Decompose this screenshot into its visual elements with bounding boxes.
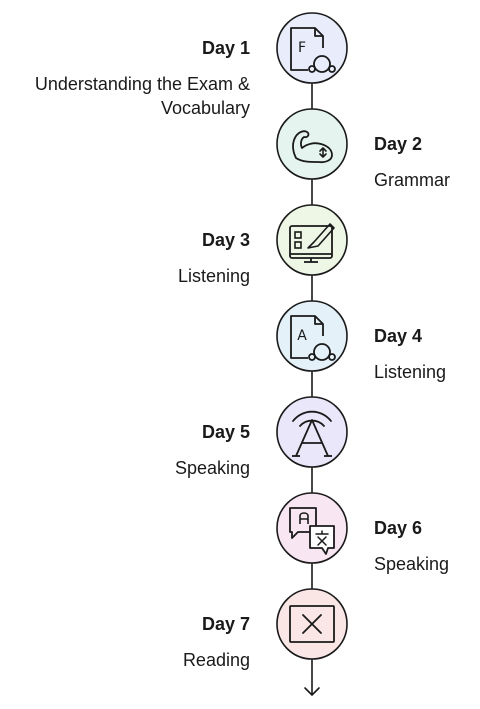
timeline-end-arrow-icon <box>304 687 320 696</box>
timeline-node: F <box>276 12 348 84</box>
step-day: Day 6 <box>374 518 423 538</box>
step-day: Day 3 <box>201 230 250 250</box>
svg-text:F: F <box>298 40 306 56</box>
document-headphones-icon: A <box>290 315 336 361</box>
step-day: Day 2 <box>374 134 423 154</box>
step-day: Day 4 <box>374 326 423 346</box>
step-label: Day 3 Listening <box>178 229 250 288</box>
timeline-node <box>276 588 348 660</box>
step-topic: Reading <box>182 650 250 670</box>
step-label: Day 5 Speaking <box>175 421 250 480</box>
close-box-icon <box>289 605 335 643</box>
document-headphones-icon: F <box>290 27 336 73</box>
letter-a-broadcast-icon <box>292 410 332 457</box>
step-topic: Listening <box>374 362 447 382</box>
step-label: Day 7 Reading <box>183 613 250 672</box>
step-topic: Speaking <box>174 458 250 478</box>
screen-checklist-pencil-icon <box>289 223 335 263</box>
step-day: Day 1 <box>201 38 250 58</box>
timeline-node <box>276 108 348 180</box>
node-circle <box>276 204 348 276</box>
timeline-node <box>276 492 348 564</box>
step-topic: Speaking <box>374 554 450 574</box>
timeline-node <box>276 204 348 276</box>
svg-text:A: A <box>297 328 307 344</box>
step-label: Day 4 Listening <box>374 325 446 384</box>
step-label: Day 2 Grammar <box>374 133 450 192</box>
flexed-arm-icon <box>292 130 333 164</box>
step-label: Day 1 Understanding the Exam & Vocabulary <box>0 37 250 120</box>
step-day: Day 7 <box>201 614 250 634</box>
step-label: Day 6 Speaking <box>374 517 449 576</box>
timeline-node <box>276 396 348 468</box>
timeline-node: A <box>276 300 348 372</box>
translate-bubbles-icon <box>289 507 335 555</box>
node-circle <box>276 396 348 468</box>
step-topic: Grammar <box>374 170 450 190</box>
step-topic: Understanding the Exam & Vocabulary <box>34 74 250 118</box>
step-topic: Listening <box>177 266 250 286</box>
step-day: Day 5 <box>201 422 250 442</box>
